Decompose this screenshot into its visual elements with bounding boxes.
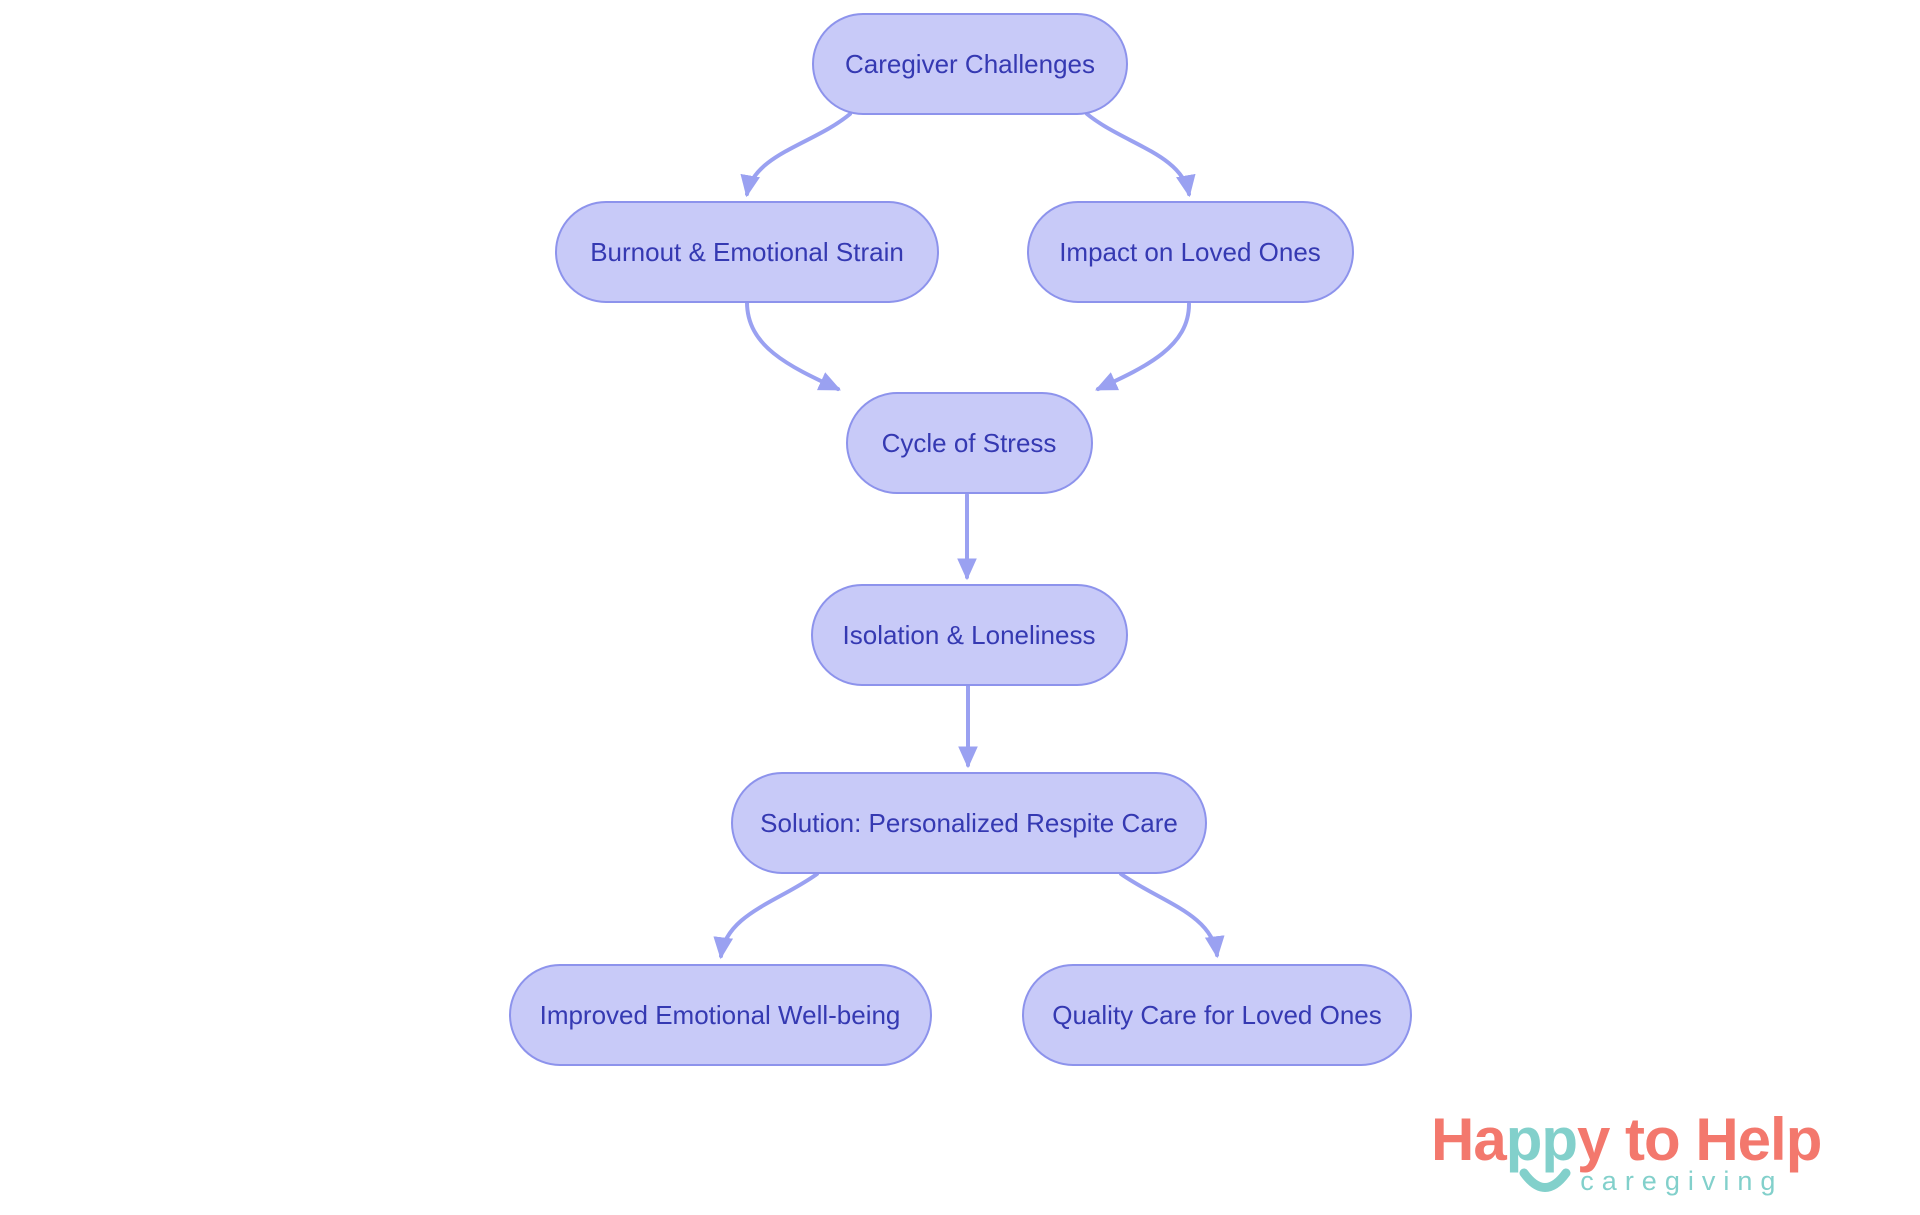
node-label-caregiver-challenges: Caregiver Challenges	[845, 49, 1095, 79]
node-shape-burnout-emotional-strain	[555, 201, 939, 303]
node-label-impact-on-loved-ones: Impact on Loved Ones	[1059, 237, 1321, 267]
node-cycle-of-stress: Cycle of Stress	[846, 392, 1093, 494]
smile-icon	[1519, 1168, 1571, 1192]
node-shape-impact-on-loved-ones	[1027, 201, 1354, 303]
node-label-isolation-loneliness: Isolation & Loneliness	[843, 620, 1096, 650]
node-burnout-emotional-strain: Burnout & Emotional Strain	[555, 201, 939, 303]
edge-solution-to-improved-wellbeing	[713, 872, 819, 960]
edge-solution-to-quality-care	[1119, 872, 1225, 959]
logo-word-part1: Ha	[1431, 1106, 1507, 1173]
logo-word-part3: y to Help	[1577, 1106, 1822, 1173]
happy-to-help-logo: Happy to Help caregiving	[1431, 1110, 1822, 1196]
edge-layer	[713, 112, 1225, 960]
node-quality-care: Quality Care for Loved Ones	[1022, 964, 1412, 1066]
node-shape-improved-wellbeing	[509, 964, 932, 1066]
edge-impact-to-cycle-of-stress	[1095, 302, 1191, 391]
node-improved-wellbeing: Improved Emotional Well-being	[509, 964, 932, 1066]
node-label-burnout-emotional-strain: Burnout & Emotional Strain	[590, 237, 904, 267]
logo-wordmark: Happy to Help	[1431, 1110, 1822, 1192]
logo-word-part2: pp	[1505, 1106, 1578, 1173]
node-caregiver-challenges: Caregiver Challenges	[812, 13, 1128, 115]
edge-caregiver-challenges-to-burnout	[740, 112, 852, 198]
node-label-improved-wellbeing: Improved Emotional Well-being	[540, 1000, 901, 1030]
edge-caregiver-challenges-to-impact	[1085, 112, 1196, 198]
node-isolation-loneliness: Isolation & Loneliness	[811, 584, 1128, 686]
node-solution-respite-care: Solution: Personalized Respite Care	[731, 772, 1207, 874]
logo-tagline: caregiving	[1580, 1166, 1784, 1196]
node-shape-cycle-of-stress	[846, 392, 1093, 494]
node-shape-solution-respite-care	[731, 772, 1207, 874]
node-label-quality-care: Quality Care for Loved Ones	[1052, 1000, 1382, 1030]
node-label-solution-respite-care: Solution: Personalized Respite Care	[760, 808, 1178, 838]
node-shape-quality-care	[1022, 964, 1412, 1066]
edge-burnout-to-cycle-of-stress	[745, 300, 841, 391]
node-impact-on-loved-ones: Impact on Loved Ones	[1027, 201, 1354, 303]
node-shape-isolation-loneliness	[811, 584, 1128, 686]
node-label-cycle-of-stress: Cycle of Stress	[882, 428, 1057, 458]
node-shape-caregiver-challenges	[812, 13, 1128, 115]
